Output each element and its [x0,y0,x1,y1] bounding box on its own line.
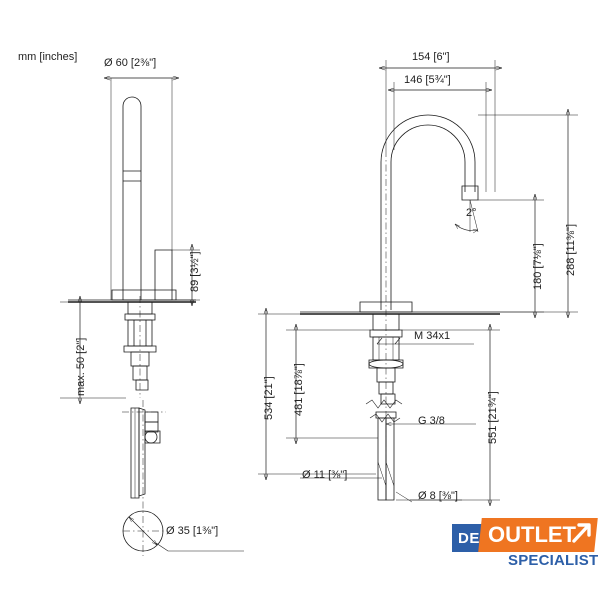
leader-diameter-11 [300,461,395,487]
dim-label-diameter-35: Ø 35 [1⅜"] [166,525,219,537]
thread-label-g38: G 3/8 [418,415,445,427]
dim-label-length-534: 534 [21"] [263,376,275,420]
dim-length-534 [258,308,376,480]
dim-label-angle-2deg: 2° [466,207,477,219]
dim-label-length-481: 481 [18⅞"] [293,363,305,416]
logo-outlet-text: OUTLET [488,522,576,547]
units-label: mm [inches] [18,51,78,63]
leader-m34x1 [376,337,474,345]
dim-length-551 [396,324,500,506]
dim-label-height-89: 89 [3½"] [189,251,201,292]
logo-specialist-text: SPECIALIST [508,552,599,569]
dim-diameter-60 [104,78,179,300]
left-handle-geometry [68,96,196,303]
dim-length-481 [286,324,378,444]
leader-diameter-8 [395,491,462,503]
dim-label-height-180: 180 [7⅛"] [532,243,544,290]
de-outlet-specialist-logo: DE OUTLET SPECIALIST [452,516,599,578]
dim-height-89 [172,244,200,306]
dim-angle-2deg [455,199,478,232]
dim-width-146 [388,82,492,192]
dim-label-width-146: 146 [5¾"] [404,74,451,86]
dim-label-max-50: max. 50 [2"] [75,337,87,396]
dim-label-diameter-11: Ø 11 [⅜"] [302,469,348,481]
dim-max-50 [60,296,126,404]
dim-height-180 [478,194,544,318]
dim-width-154 [379,60,502,192]
thread-label-m34x1: M 34x1 [414,330,451,342]
left-under-deck-valve [123,296,157,398]
right-under-deck-shank [365,313,404,501]
dim-label-width-154: 154 [6"] [412,51,450,63]
right-spout-geometry [300,114,500,480]
dim-label-height-288: 288 [11⅜"] [565,223,577,276]
dim-height-288 [478,109,578,318]
arrow-up-right-icon [572,523,591,543]
side-view-geometry [122,400,244,556]
logo-de-text: DE [458,530,480,547]
dim-label-diameter-8: Ø 8 [⅜"] [418,490,458,502]
dim-label-length-551: 551 [21¾"] [487,391,499,444]
dim-label-diameter-60: Ø 60 [2⅜"] [104,57,157,69]
